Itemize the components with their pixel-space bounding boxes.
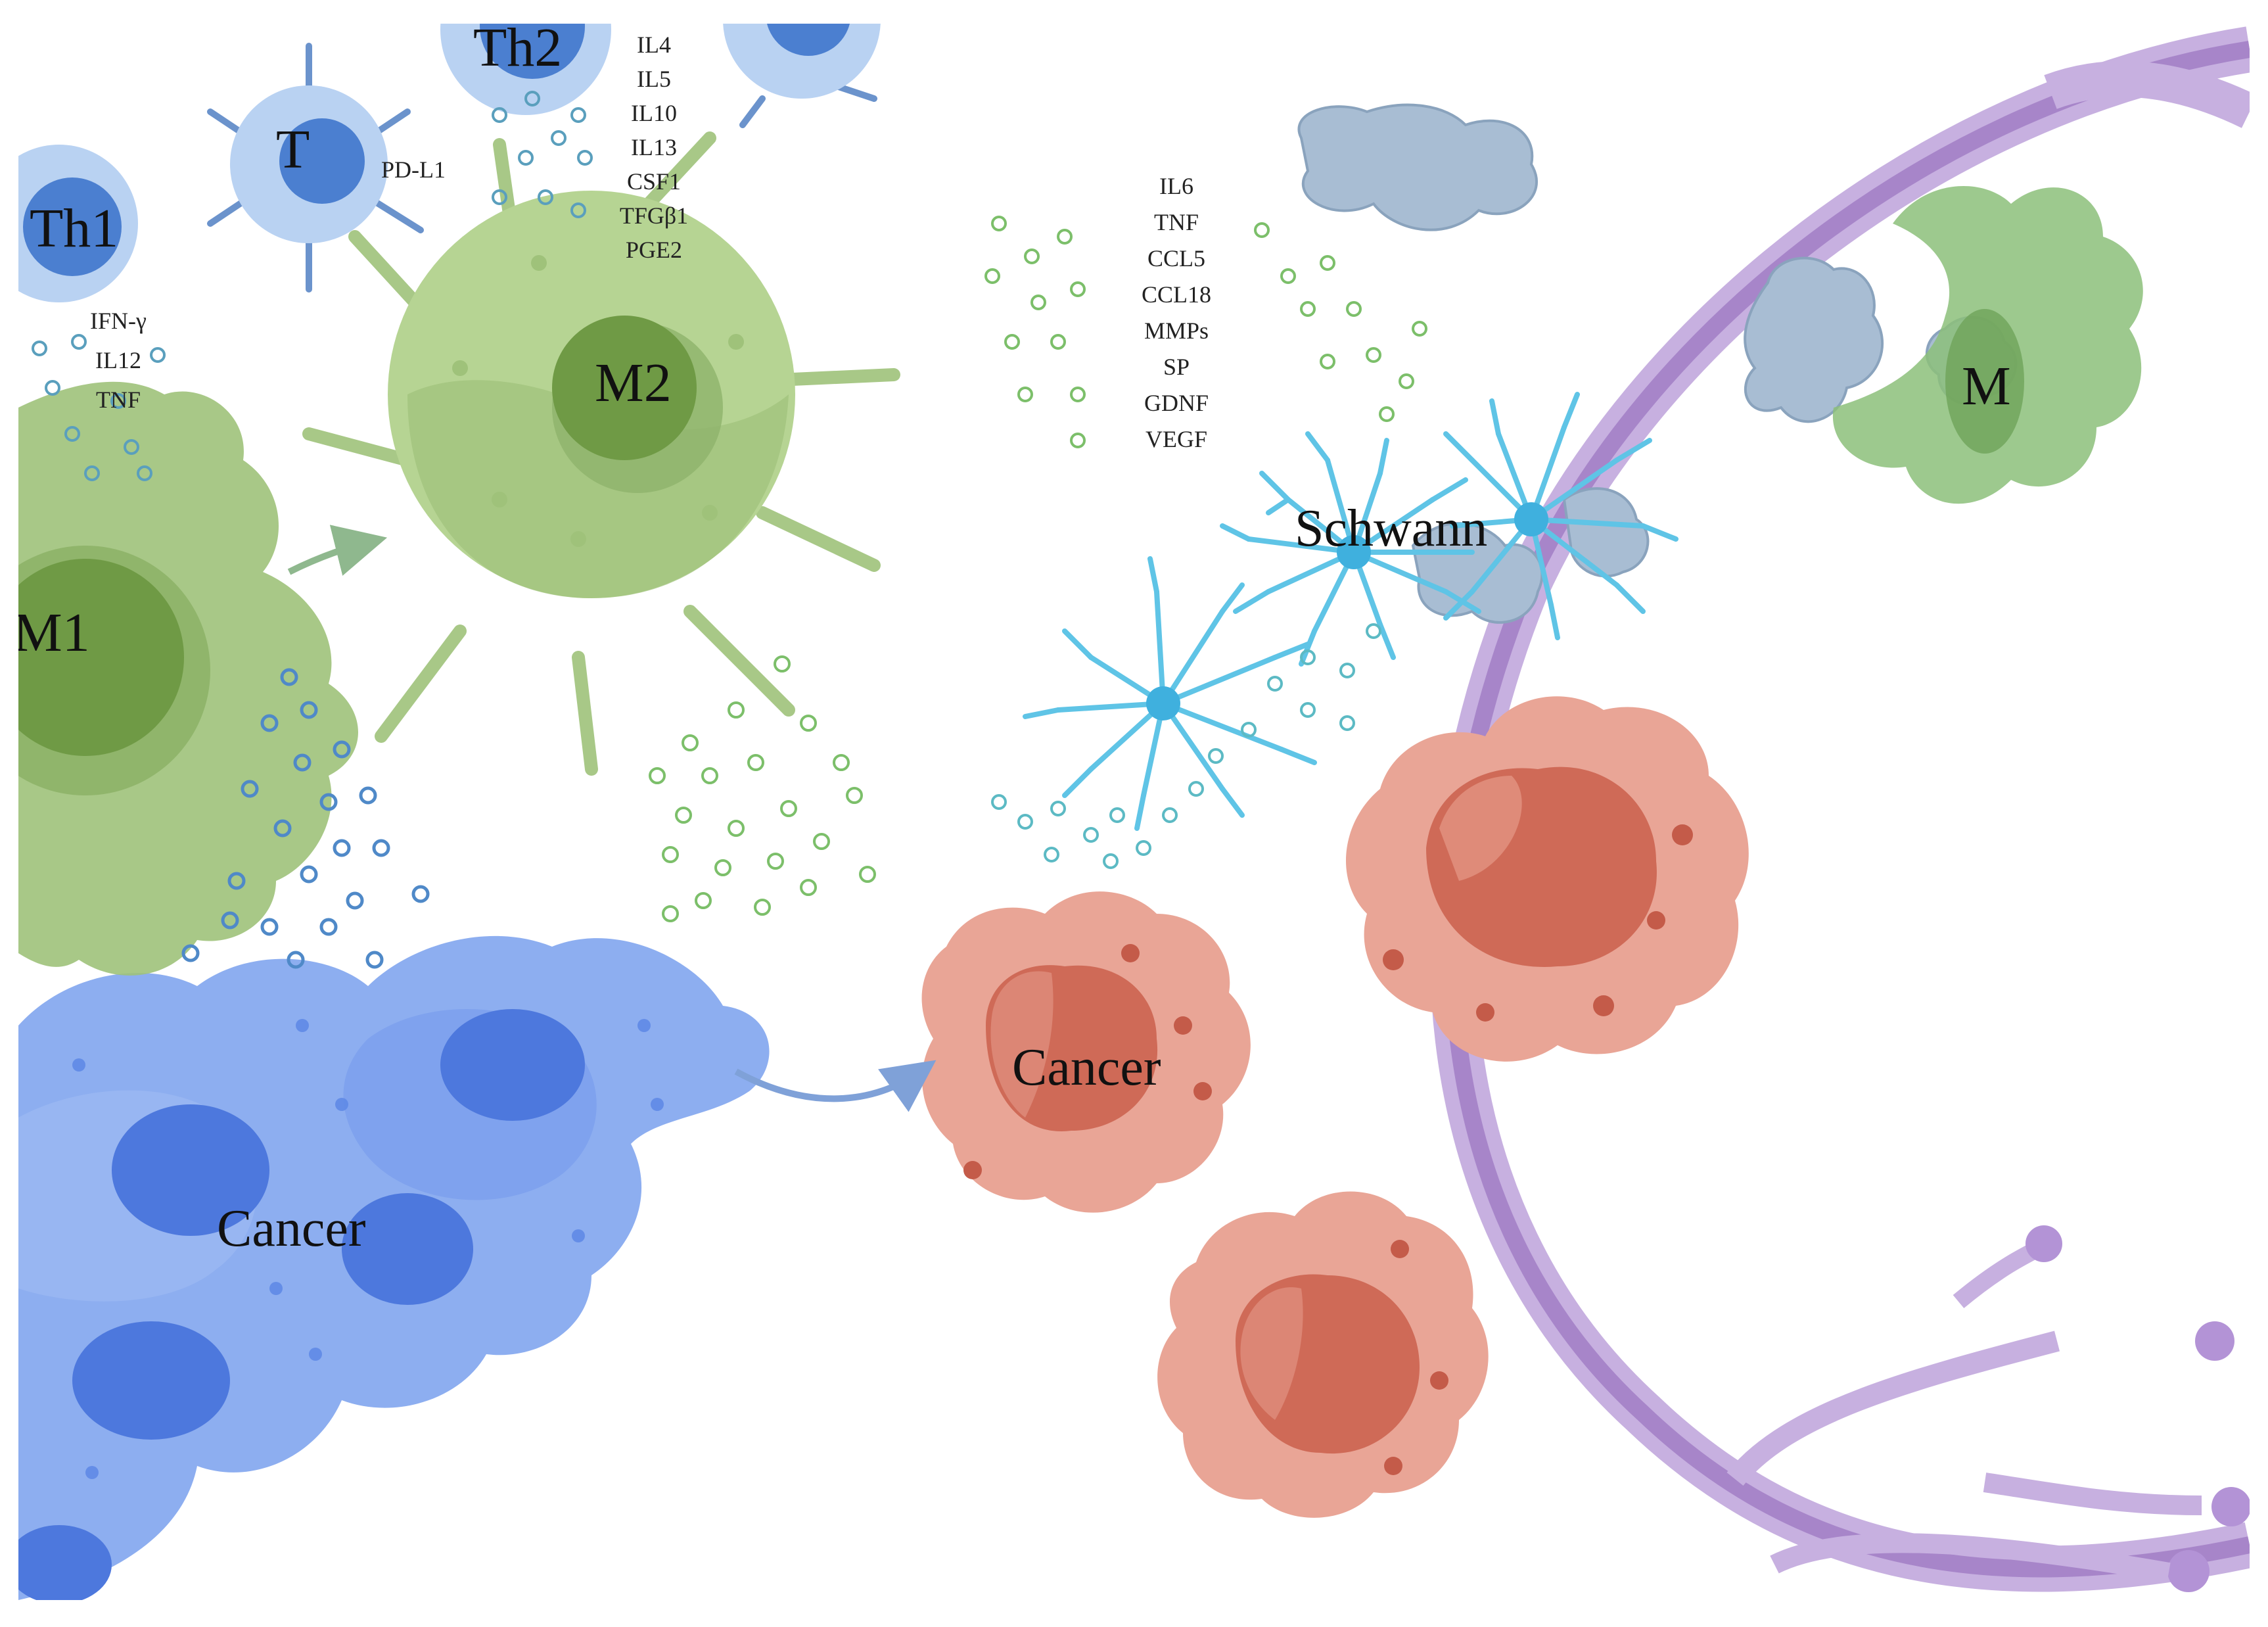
t-cell-label: T	[276, 119, 310, 180]
cancer-cell-red-center	[921, 891, 1251, 1213]
m-label: M	[1962, 356, 2011, 417]
cytokine-csf1: CSF1	[627, 168, 681, 195]
cytokine-mmps: MMPs	[1144, 318, 1209, 344]
schwann-cell-2	[1443, 392, 1678, 640]
th1-cell	[18, 145, 138, 302]
cytokine-dots-th1	[32, 334, 166, 481]
cytokine-ifng: IFN-γ	[90, 308, 147, 334]
cytokine-il5: IL5	[637, 66, 671, 92]
cytokine-ccl5: CCL5	[1147, 245, 1205, 271]
macrophage-m2	[302, 131, 900, 776]
arrow-m1-to-m2	[287, 525, 388, 576]
schwann-label: Schwann	[1295, 500, 1487, 557]
schwann-cytokine-list: IL6 TNF CCL5 CCL18 MMPs SP GDNF VEGF	[1142, 173, 1211, 452]
cancer-cell-red-lower	[1157, 1191, 1489, 1518]
macrophage-m	[1832, 185, 2143, 504]
cytokine-vegf: VEGF	[1146, 426, 1207, 452]
cancer-right-label: Cancer	[1012, 1039, 1161, 1096]
th1-label: Th1	[30, 198, 118, 259]
cancer-cell-red-upper-right	[1345, 696, 1749, 1062]
cytokine-il6: IL6	[1159, 173, 1193, 199]
schwann-cell-3	[1023, 556, 1317, 831]
cancer-left-label: Cancer	[217, 1200, 366, 1258]
cytokine-il13: IL13	[631, 134, 677, 160]
cytokine-ccl18: CCL18	[1142, 281, 1211, 308]
arrow-cancer-blue-to-red	[734, 1060, 937, 1112]
cytokine-dots-m1	[181, 668, 430, 969]
cytokine-dots-schwann	[984, 216, 1427, 448]
cytokine-il10: IL10	[631, 100, 677, 126]
cytokine-sp: SP	[1163, 354, 1190, 380]
th2-label: Th2	[473, 17, 562, 78]
cytokine-pge2: PGE2	[626, 237, 682, 263]
cytokine-tnf-2: TNF	[1154, 209, 1199, 235]
cytokine-dots-m2	[649, 655, 876, 922]
cytokine-dots-cancer-red	[991, 623, 1381, 869]
cytokine-tnf: TNF	[96, 387, 141, 413]
th1-cytokine-list: IFN-γ IL12 TNF	[90, 308, 147, 413]
schwann-cell-1	[1220, 431, 1481, 667]
cancer-cluster-blue	[18, 935, 770, 1600]
m1-label: M1	[13, 602, 90, 663]
th2-cell	[440, 24, 611, 115]
cytokine-dots-th2	[492, 91, 593, 218]
t-cell	[207, 43, 424, 293]
cytokine-il4: IL4	[637, 32, 671, 58]
cytokine-il12: IL12	[95, 347, 141, 373]
th2-cytokine-list: IL4 IL5 IL10 IL13 CSF1 TFGβ1 PGE2	[620, 32, 688, 263]
pdl1-label: PD-L1	[381, 156, 446, 183]
cytokine-tfgb1: TFGβ1	[620, 202, 688, 229]
cytokine-gdnf: GDNF	[1144, 390, 1209, 416]
schwann-cells	[1023, 392, 1678, 831]
macrophage-m1	[18, 381, 358, 976]
t-cell-top-right	[723, 24, 881, 128]
m2-label: M2	[595, 352, 672, 413]
